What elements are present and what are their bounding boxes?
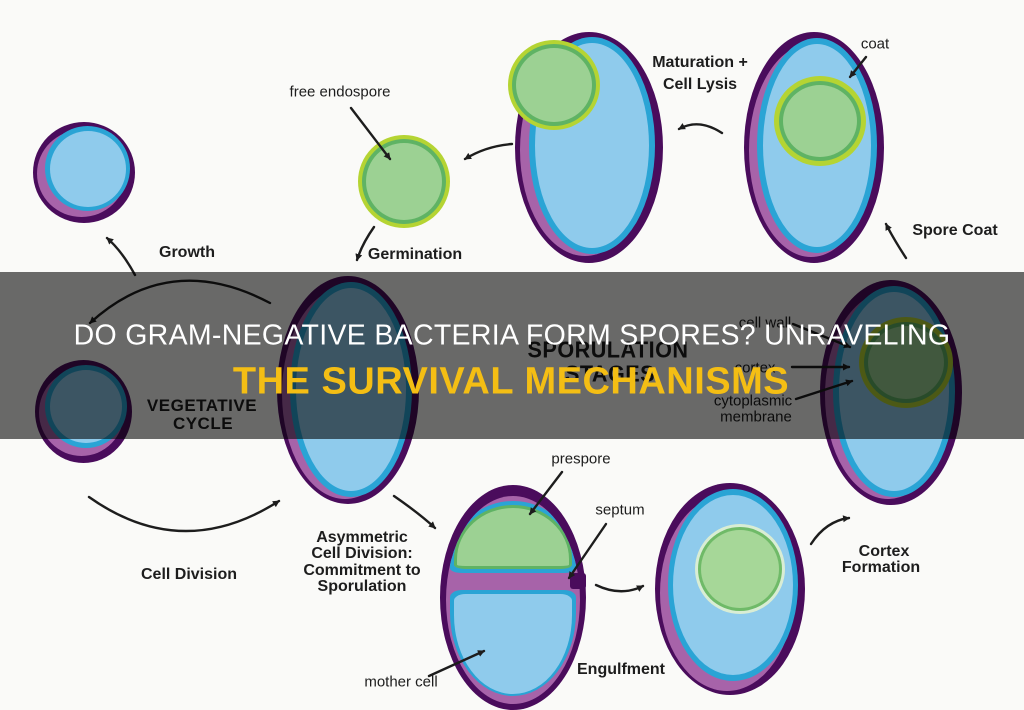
- arrow-coat-label: [848, 55, 868, 79]
- spore-core: [783, 85, 857, 157]
- released-spore-core: [516, 48, 592, 122]
- septum-label: septum: [595, 501, 645, 519]
- arrow-cell-division-arc: [87, 495, 281, 533]
- cell-membrane-layer: [446, 496, 580, 704]
- cell-division-label: Cell Division: [140, 566, 238, 583]
- maturation-label-line1: Maturation +: [652, 54, 748, 71]
- cell-cytoplasm: [50, 131, 126, 207]
- endospore-core: [366, 143, 442, 220]
- forespore-core: [701, 530, 779, 608]
- asymmetric-label-line3: Commitment to: [303, 562, 421, 579]
- asymmetric-label-line1: Asymmetric: [316, 529, 408, 546]
- germination-label: Germination: [367, 246, 463, 263]
- cortex-formation-label-line2: Formation: [841, 559, 921, 576]
- asymmetric-label-line4: Sporulation: [317, 578, 407, 595]
- sporulation-infographic: { "palette": { "purple_dark": "#4A0C5C",…: [0, 32, 1024, 710]
- arrow-growth-up: [105, 236, 137, 277]
- arrow-mother-cell-label: [427, 649, 486, 678]
- arrow-to-engulfment: [594, 583, 645, 593]
- title-overlay-band: [0, 272, 1024, 439]
- arrow-to-cortex-formation: [809, 515, 851, 546]
- spore-coat-label: Spore Coat: [912, 222, 998, 239]
- asymmetric-label-line2: Cell Division:: [311, 545, 413, 562]
- arrow-free-endospore-label: [349, 106, 392, 161]
- mother-cell-label: mother cell: [364, 673, 438, 691]
- growth-label: Growth: [159, 244, 215, 261]
- arrow-to-asymmetric-division: [392, 494, 437, 530]
- free-endospore-label: free endospore: [289, 83, 391, 101]
- cortex-formation-label-line1: Cortex: [858, 543, 910, 560]
- coat-label: coat: [860, 35, 890, 53]
- arrow-septum-label: [567, 522, 608, 580]
- banner-title-line2: THE SURVIVAL MECHANISMS: [232, 360, 790, 403]
- arrow-germination: [355, 225, 376, 262]
- prespore-label: prespore: [551, 450, 611, 468]
- maturation-label-line2: Cell Lysis: [662, 76, 738, 93]
- arrow-prespore-label: [528, 470, 564, 516]
- engulfment-label: Engulfment: [577, 661, 665, 678]
- arrow-to-free-endospore: [463, 142, 514, 161]
- arrow-to-maturation: [677, 123, 724, 135]
- banner-title-line1: DO GRAM-NEGATIVE BACTERIA FORM SPORES? U…: [73, 319, 951, 352]
- arrow-to-spore-coat: [884, 222, 908, 260]
